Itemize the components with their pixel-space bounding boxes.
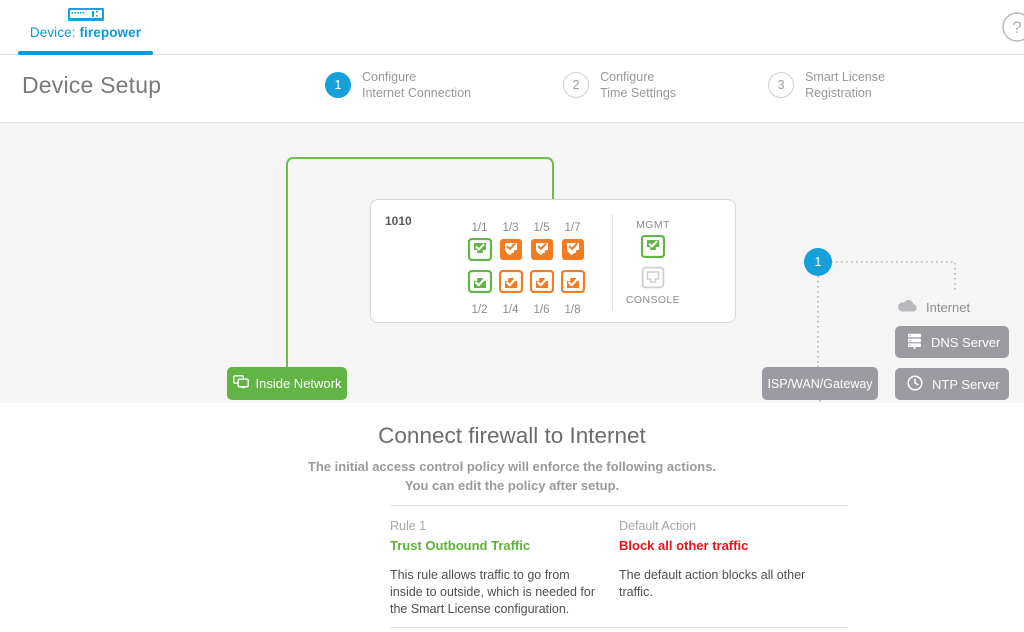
device-tab[interactable]: Device: firepower [18,0,153,55]
policy-rules: Rule 1 Trust Outbound Traffic This rule … [390,518,850,618]
internet-label-text: Internet [926,299,971,315]
bottom-port-label-row: 1/2 1/4 1/6 1/8 [464,300,588,318]
port-label-1-8: 1/8 [564,304,581,316]
step-label-1-line2: Internet Connection [362,86,472,100]
server-icon [907,333,922,352]
step-label-3-line2: Registration [805,86,872,100]
content-subtitle: The initial access control policy will e… [0,457,1024,495]
port-label-1-6: 1/6 [533,304,550,316]
mgmt-port-label: MGMT [636,219,670,231]
rules-top-divider [390,505,848,506]
step-number-2: 2 [563,72,590,98]
ntp-server-label: NTP Server [932,376,1000,392]
rule-column-default-action: Default Action Block all other traffic T… [619,518,848,618]
step-label-3-line1: Smart License [805,70,885,84]
rule-1-kicker: Rule 1 [390,519,427,533]
port-label-1-4: 1/4 [502,304,519,316]
dns-server-node[interactable]: DNS Server [895,326,1009,358]
console-port-label: CONSOLE [625,294,681,306]
mgmt-port-icon[interactable] [623,235,683,258]
default-action-kicker: Default Action [619,519,697,533]
top-port-icon-row [464,236,588,268]
page-header: Device Setup 1 Configure Internet Connec… [0,55,1024,123]
content-subtitle-line2: You can edit the policy after setup. [404,478,620,493]
rule-1-name: Trust Outbound Traffic [390,538,531,553]
bottom-port-icon-row [464,268,588,300]
port-icon-1-3[interactable] [495,236,526,263]
top-port-label-row: 1/1 1/3 1/5 1/7 [464,218,588,236]
management-port-group: MGMT CONSOLE [623,218,683,308]
step-label-2-line1: Configure [600,70,655,84]
step-label-1: Configure Internet Connection [362,69,471,101]
svg-text:?: ? [1012,18,1021,37]
default-action-description: The default action blocks all other traf… [619,568,806,599]
isp-wan-gateway-node[interactable]: ISP/WAN/Gateway [762,367,878,400]
rule-1-description: This rule allows traffic to go from insi… [390,568,595,616]
rules-bottom-divider [390,627,848,628]
port-label-1-3: 1/3 [502,222,519,234]
dns-server-label: DNS Server [931,334,1001,350]
step-smart-license-registration[interactable]: 3 Smart License Registration [768,69,885,101]
help-question-icon[interactable]: ? [1000,10,1024,44]
port-icon-1-4[interactable] [495,268,526,295]
network-topology-diagram: Inside Network BVI1 (7) 1/1 1010 1/11/31… [0,123,1024,403]
chassis-divider [612,214,613,310]
port-label-1-7: 1/7 [564,222,581,234]
port-label-1-1: 1/1 [471,222,488,234]
content-subtitle-line1: The initial access control policy will e… [307,459,717,474]
content-title: Connect firewall to Internet [378,423,646,448]
firewall-appliance-icon [62,5,110,23]
device-tab-active-underline [18,51,153,55]
content-panel: Connect firewall to Internet The initial… [0,403,1024,632]
device-name: firepower [79,25,142,40]
cloud-icon [896,299,918,316]
port-icon-1-1[interactable] [464,236,495,263]
step-label-3: Smart License Registration [805,69,885,101]
inside-network-node[interactable]: Inside Network [227,367,347,400]
chassis-model-label: 1010 [385,214,412,228]
page-title: Device Setup [22,72,162,98]
ethernet-port-grid: 1/1 1/3 1/5 1/7 1/2 1/4 1/6 1/8 [464,218,588,318]
step-label-2: Configure Time Settings [600,69,676,101]
diagram-step-badge-1[interactable]: 1 [804,248,832,276]
port-icon-1-8[interactable] [557,268,588,295]
diagram-connection-lines [286,157,956,403]
device-label-prefix: Device: [29,25,80,40]
port-label-1-5: 1/5 [533,222,550,234]
device-tab-label: Device: firepower [30,25,141,40]
port-icon-1-6[interactable] [526,268,557,295]
port-icon-1-5[interactable] [526,236,557,263]
port-icon-1-7[interactable] [557,236,588,263]
step-label-2-line2: Time Settings [600,86,677,100]
setup-stepper: 1 Configure Internet Connection 2 Config… [325,69,885,101]
console-port-icon[interactable] [623,266,683,289]
inside-network-label: Inside Network [255,376,342,391]
port-icon-1-2[interactable] [464,268,495,295]
port-label-1-2: 1/2 [471,304,488,316]
firewall-chassis: 1010 1/1 1/3 1/5 1/7 1/2 1/4 1/6 1/8 [370,199,736,323]
step-number-3: 3 [768,72,795,98]
step-number-1: 1 [325,72,351,98]
step-configure-internet-connection[interactable]: 1 Configure Internet Connection [325,69,471,101]
top-bar: Device: firepower ? [0,0,1024,55]
ntp-server-node[interactable]: NTP Server [895,368,1009,400]
rule-column-rule-1: Rule 1 Trust Outbound Traffic This rule … [390,518,619,618]
step-label-1-line1: Configure [362,70,417,84]
clock-icon [907,374,923,394]
internet-label: Internet [896,295,1008,319]
monitors-icon [232,375,249,392]
step-configure-time-settings[interactable]: 2 Configure Time Settings [563,69,676,101]
default-action-name: Block all other traffic [619,538,749,553]
